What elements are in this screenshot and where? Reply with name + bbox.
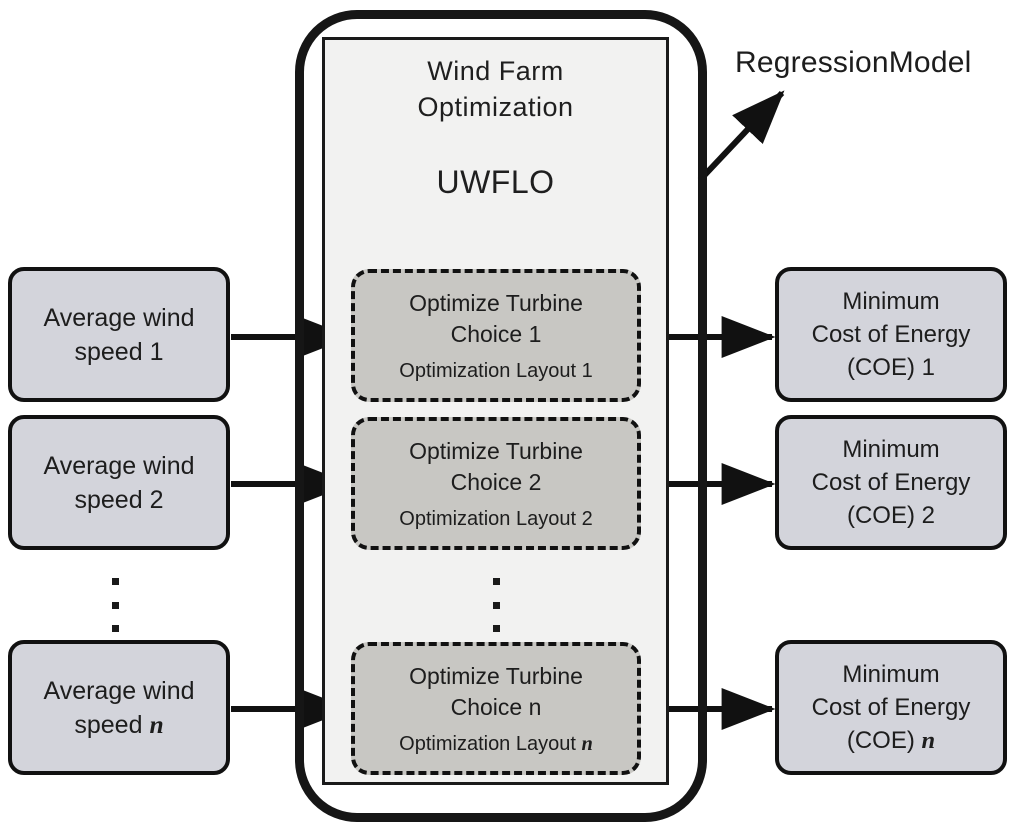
output-box-1-line1: Minimum bbox=[842, 288, 940, 315]
input-box-3[interactable]: Average wind speed n bbox=[8, 640, 230, 775]
process-box-3-line2-index: n bbox=[528, 693, 542, 720]
input-box-2-index: 2 bbox=[149, 485, 164, 514]
process-column-ellipsis-icon bbox=[491, 578, 501, 632]
output-box-2-line3-prefix: (COE) bbox=[846, 502, 915, 529]
input-box-1-line1: Average wind bbox=[43, 303, 195, 332]
process-box-2-line1: Optimize Turbine bbox=[409, 437, 583, 464]
process-box-2-line3-prefix: Optimization Layout bbox=[399, 507, 577, 530]
output-box-3-index: n bbox=[921, 727, 936, 754]
output-box-3-line3: (COE) n bbox=[847, 724, 935, 757]
output-box-1-index: 1 bbox=[921, 354, 936, 381]
input-box-1-index: 1 bbox=[149, 337, 164, 366]
output-box-3-line2: Cost of Energy bbox=[811, 694, 971, 721]
process-box-3-line3-index: n bbox=[581, 732, 593, 755]
process-box-2[interactable]: Optimize Turbine Choice 2 Optimization L… bbox=[351, 417, 641, 550]
process-box-3-line3: Optimization Layout n bbox=[399, 729, 593, 759]
process-box-3-line1: Optimize Turbine bbox=[409, 662, 583, 689]
process-box-3-line3-prefix: Optimization Layout bbox=[399, 732, 576, 755]
input-box-1[interactable]: Average wind speed 1 bbox=[8, 267, 230, 402]
input-box-2-line2: speed 2 bbox=[75, 483, 164, 517]
process-box-1-line2-index: 1 bbox=[528, 320, 542, 347]
output-box-3-line1: Minimum bbox=[842, 661, 940, 688]
arrow-to-regression-model bbox=[697, 90, 785, 183]
process-box-2-line2: Choice 2 bbox=[451, 467, 542, 498]
process-box-1-line2: Choice 1 bbox=[451, 319, 542, 350]
process-box-3-line2-prefix: Choice bbox=[450, 693, 523, 720]
output-box-1-line3-prefix: (COE) bbox=[846, 354, 915, 381]
process-box-1-line1: Optimize Turbine bbox=[409, 289, 583, 316]
output-box-2-line3: (COE) 2 bbox=[847, 499, 935, 532]
input-column-ellipsis-icon bbox=[110, 578, 120, 632]
process-box-2-line3: Optimization Layout 2 bbox=[399, 504, 592, 534]
uwflo-panel-title: Wind Farm Optimization bbox=[322, 53, 669, 125]
uwflo-title-line1: Wind Farm bbox=[427, 56, 564, 86]
output-box-2-line2: Cost of Energy bbox=[811, 469, 971, 496]
process-box-1-line2-prefix: Choice bbox=[450, 320, 523, 347]
process-box-1[interactable]: Optimize Turbine Choice 1 Optimization L… bbox=[351, 269, 641, 402]
output-box-1-line2: Cost of Energy bbox=[811, 321, 971, 348]
input-box-2-line1: Average wind bbox=[43, 451, 195, 480]
output-box-2-index: 2 bbox=[921, 502, 936, 529]
process-box-2-line2-prefix: Choice bbox=[450, 468, 523, 495]
uwflo-title-line2: Optimization bbox=[417, 92, 574, 122]
output-box-2[interactable]: Minimum Cost of Energy (COE) 2 bbox=[775, 415, 1007, 550]
input-box-3-prefix: speed bbox=[74, 710, 143, 739]
output-box-3-line3-prefix: (COE) bbox=[846, 727, 915, 754]
output-box-1-line3: (COE) 1 bbox=[847, 351, 935, 384]
input-box-1-line2: speed 1 bbox=[75, 335, 164, 369]
process-box-3[interactable]: Optimize Turbine Choice n Optimization L… bbox=[351, 642, 641, 775]
input-box-1-prefix: speed bbox=[74, 337, 143, 366]
process-box-1-line3: Optimization Layout 1 bbox=[399, 356, 592, 386]
input-box-3-line1: Average wind bbox=[43, 676, 195, 705]
input-box-3-index: n bbox=[149, 709, 164, 739]
process-box-2-line3-index: 2 bbox=[581, 507, 593, 530]
regression-model-label: RegressionModel bbox=[735, 46, 972, 79]
uwflo-outer-boundary bbox=[295, 10, 707, 822]
process-box-1-line3-index: 1 bbox=[581, 359, 593, 382]
input-box-3-line2: speed n bbox=[74, 708, 163, 742]
input-box-2-prefix: speed bbox=[74, 485, 143, 514]
input-box-2[interactable]: Average wind speed 2 bbox=[8, 415, 230, 550]
output-box-1[interactable]: Minimum Cost of Energy (COE) 1 bbox=[775, 267, 1007, 402]
uwflo-acronym: UWFLO bbox=[436, 164, 555, 200]
process-box-1-line3-prefix: Optimization Layout bbox=[399, 359, 577, 382]
process-box-3-line2: Choice n bbox=[451, 692, 542, 723]
output-box-3[interactable]: Minimum Cost of Energy (COE) n bbox=[775, 640, 1007, 775]
output-box-2-line1: Minimum bbox=[842, 436, 940, 463]
process-box-2-line2-index: 2 bbox=[528, 468, 542, 495]
